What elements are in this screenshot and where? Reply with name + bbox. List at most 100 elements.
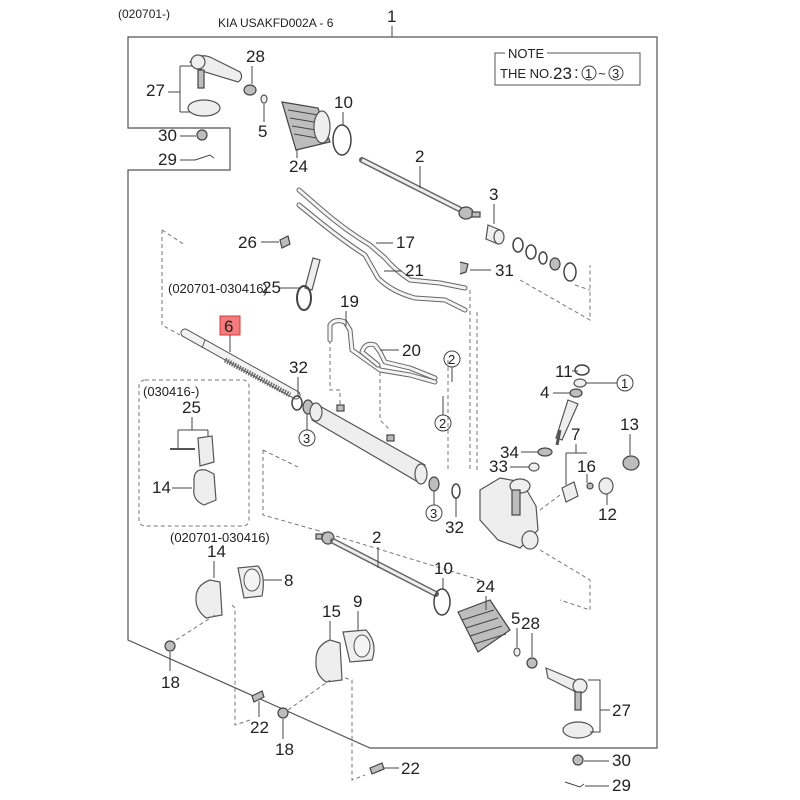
callout-18-mid[interactable]: 18 (275, 740, 294, 759)
circled-ref-1-text[interactable]: 1 (621, 376, 628, 391)
seal-ring-set[interactable] (512, 237, 577, 282)
callout-20[interactable]: 20 (402, 341, 421, 360)
circled-ref-3-left-text[interactable]: 3 (303, 431, 310, 446)
callout-28-bottom[interactable]: 28 (521, 614, 540, 633)
lock-nut-part-13[interactable] (622, 455, 640, 471)
return-pipe-part-21[interactable] (296, 202, 468, 313)
cylinder-tube[interactable] (309, 402, 428, 485)
clamp-bracket-part-25-new[interactable] (170, 435, 215, 467)
clip-part-26[interactable] (279, 235, 291, 249)
bolt-part-22-mid[interactable] (251, 690, 265, 703)
callout-5-bottom[interactable]: 5 (511, 609, 520, 628)
pipe-part-20[interactable] (359, 341, 438, 381)
clamp-part-15[interactable] (315, 639, 343, 683)
callout-8[interactable]: 8 (284, 571, 293, 590)
yoke-part-7[interactable] (561, 481, 579, 503)
callout-17[interactable]: 17 (396, 233, 415, 252)
clip-part-31[interactable] (459, 261, 469, 275)
clip-part-10-top[interactable] (332, 124, 352, 156)
callout-29-bottom[interactable]: 29 (612, 776, 631, 795)
rack-part-6[interactable] (180, 328, 301, 400)
nut-part-16[interactable] (586, 482, 594, 490)
seal-part-34[interactable] (537, 447, 553, 457)
seal-part-3-right[interactable] (428, 476, 440, 492)
washer-part-5-bottom[interactable] (513, 647, 521, 657)
bushing-part-3[interactable] (485, 224, 505, 245)
callout-24-top[interactable]: 24 (289, 157, 308, 176)
callout-2-bottom[interactable]: 2 (372, 528, 381, 547)
callout-9[interactable]: 9 (353, 592, 362, 611)
callout-16[interactable]: 16 (577, 457, 596, 476)
callout-25-upper[interactable]: 25 (262, 278, 281, 297)
bolt-part-22-bottom[interactable] (369, 762, 385, 775)
washer-ref-1[interactable] (573, 378, 587, 388)
inner-tie-rod-top[interactable] (359, 157, 481, 220)
callout-5-top[interactable]: 5 (258, 122, 267, 141)
callout-3-top[interactable]: 3 (489, 185, 498, 204)
callout-30-bottom[interactable]: 30 (612, 751, 631, 770)
clamp-part-14-lower[interactable] (195, 579, 223, 619)
callout-25-box[interactable]: 25 (182, 398, 201, 417)
callout-27-bottom[interactable]: 27 (612, 701, 631, 720)
circled-ref-2-upper-text[interactable]: 2 (448, 352, 455, 367)
callout-32-left[interactable]: 32 (289, 358, 308, 377)
callout-6[interactable]: 6 (224, 317, 233, 336)
callout-21[interactable]: 21 (405, 261, 424, 280)
callout-29-top[interactable]: 29 (158, 150, 177, 169)
callout-26[interactable]: 26 (238, 233, 257, 252)
tie-rod-end-top[interactable] (187, 54, 243, 117)
callout-27-top[interactable]: 27 (146, 81, 165, 100)
callout-10-bottom[interactable]: 10 (434, 559, 453, 578)
plug-part-12[interactable] (598, 477, 614, 495)
circled-ref-3-right-text[interactable]: 3 (430, 506, 437, 521)
nut-part-18-mid[interactable] (277, 707, 289, 719)
callout-33[interactable]: 33 (489, 457, 508, 476)
seal-part-11[interactable] (574, 364, 590, 376)
bellows-boot-bottom[interactable] (457, 599, 511, 653)
bushing-part-8[interactable] (237, 565, 264, 599)
pinion-valve[interactable] (555, 399, 579, 446)
callout-7[interactable]: 7 (571, 425, 580, 444)
callout-18-left[interactable]: 18 (161, 673, 180, 692)
o-ring-part-32-right[interactable] (451, 483, 461, 499)
assembly-callout-1[interactable]: 1 (387, 7, 396, 26)
callout-10-top[interactable]: 10 (334, 93, 353, 112)
washer-part-5-top[interactable] (260, 94, 268, 104)
inner-tie-rod-bottom[interactable] (315, 531, 439, 597)
callout-13[interactable]: 13 (620, 415, 639, 434)
pipe-part-19[interactable] (327, 318, 438, 385)
castle-nut-part-30-bottom[interactable] (572, 754, 584, 766)
callout-24-bottom[interactable]: 24 (476, 577, 495, 596)
bushing-part-9[interactable] (342, 629, 375, 663)
cotter-pin-part-29-top[interactable] (194, 154, 215, 161)
callout-14-box[interactable]: 14 (152, 478, 171, 497)
callout-32-right[interactable]: 32 (445, 518, 464, 537)
callout-12[interactable]: 12 (598, 505, 617, 524)
callout-2-top[interactable]: 2 (415, 147, 424, 166)
clamp-part-14-new[interactable] (193, 469, 217, 506)
bellows-boot-top[interactable] (281, 101, 331, 151)
bearing-part-4[interactable] (569, 388, 583, 398)
callout-34[interactable]: 34 (500, 443, 519, 462)
callout-11[interactable]: 11 (555, 362, 573, 381)
nut-part-18-left[interactable] (164, 640, 176, 652)
callout-31[interactable]: 31 (495, 261, 514, 280)
callout-30-top[interactable]: 30 (158, 126, 177, 145)
castle-nut-part-30-top[interactable] (196, 129, 208, 141)
tie-rod-end-bottom[interactable] (545, 667, 594, 739)
callout-22-bottom[interactable]: 22 (401, 759, 420, 778)
callout-22-mid[interactable]: 22 (250, 718, 269, 737)
feed-pipe-part-17[interactable] (296, 187, 468, 291)
nut-part-28-top[interactable] (243, 84, 257, 96)
circled-ref-2-lower-text[interactable]: 2 (439, 416, 446, 431)
callout-15[interactable]: 15 (322, 602, 341, 621)
callout-4[interactable]: 4 (540, 383, 549, 402)
clamp-part-25-old[interactable] (296, 257, 321, 311)
seal-part-33[interactable] (528, 462, 540, 472)
gear-housing[interactable] (479, 477, 539, 550)
callout-19[interactable]: 19 (340, 292, 359, 311)
clip-part-10-bottom[interactable] (433, 588, 451, 616)
nut-part-28-bottom[interactable] (526, 657, 538, 669)
cotter-pin-part-29-bottom[interactable] (564, 781, 585, 788)
o-ring-part-32-left[interactable] (291, 395, 303, 411)
